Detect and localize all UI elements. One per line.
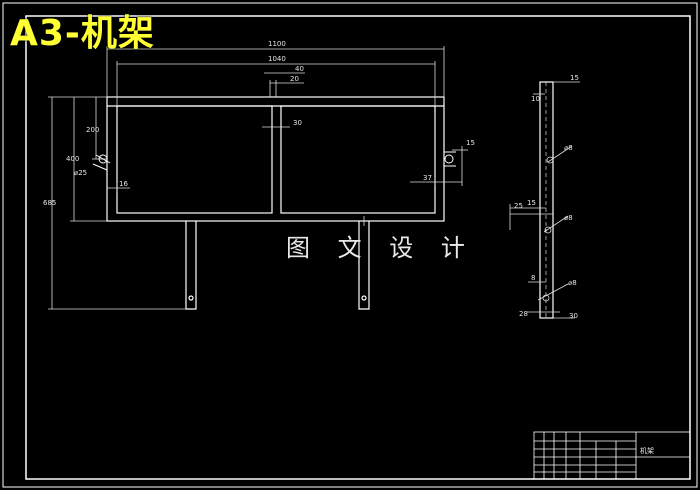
dim-1100: 1100 [268,40,286,48]
dim-15-right: 15 [466,139,475,147]
dim-200: 200 [86,126,99,134]
dim-40: 40 [295,65,304,73]
dim-16: 16 [119,180,128,188]
dim-37: 37 [423,174,432,182]
frame-inner-left [116,105,273,214]
side-dim-30: 30 [569,312,578,320]
leg-right [358,221,370,310]
side-phi8-b: ⌀8 [564,214,573,222]
side-dim-25: 25 [514,202,523,210]
front-dimensions [48,46,468,310]
side-dimensions [509,81,580,319]
frame-inner-right [280,105,436,214]
side-dim-15: 15 [570,74,579,82]
drawing-title: A3-机架 [10,13,155,54]
right-bracket-hole [444,154,454,164]
drawing-frame [25,15,691,480]
dim-20: 20 [290,75,299,83]
side-phi8-c: ⌀8 [568,279,577,287]
title-block-part-name: 机架 [640,446,654,455]
frame-outer [106,96,445,222]
leg-left-hole [188,295,194,301]
side-dim-10: 10 [531,95,540,103]
side-phi8-a: ⌀8 [564,144,573,152]
dim-400: 400 [66,155,79,163]
dim-1040: 1040 [268,55,286,63]
left-bracket-hole [98,154,108,164]
watermark-text: 图 文 设 计 [286,234,475,262]
leg-right-hole [361,295,367,301]
front-view [106,96,445,310]
dim-30: 30 [293,119,302,127]
side-dim-8: 8 [531,274,535,282]
side-dim-15b: 15 [527,199,536,207]
dim-685: 685 [43,199,56,207]
side-dim-28: 28 [519,310,528,318]
side-view [539,81,554,319]
leg-left [185,221,197,310]
dim-phi25: ⌀25 [74,169,87,177]
side-post [539,81,554,319]
title-block [533,431,691,480]
side-brackets [92,151,456,171]
